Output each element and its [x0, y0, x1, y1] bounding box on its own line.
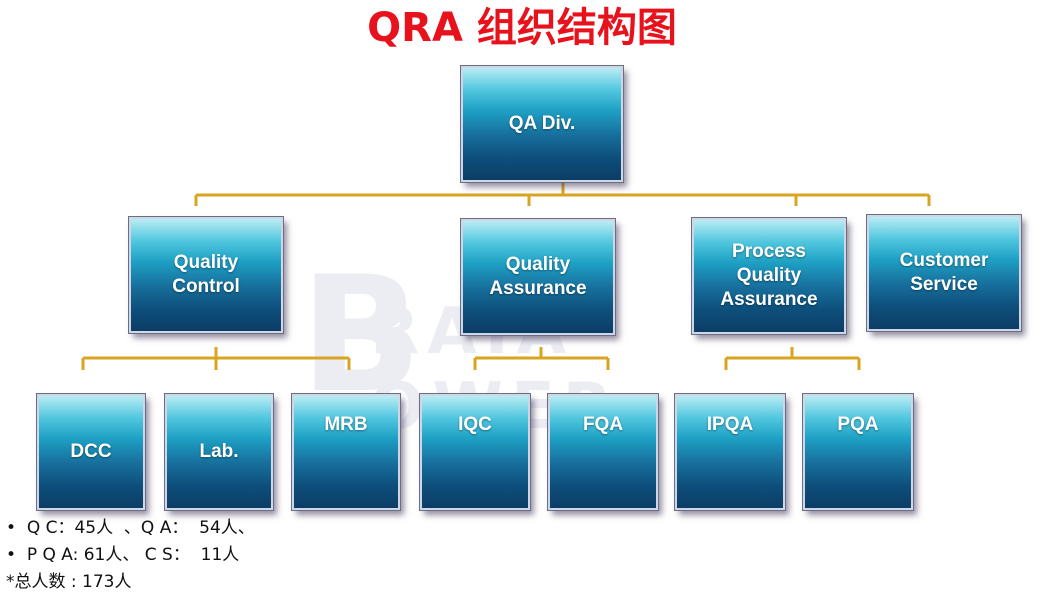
node-lab: Lab.	[164, 393, 274, 511]
node-mrb: MRB	[291, 393, 401, 511]
node-ipqa: IPQA	[674, 393, 786, 511]
node-quality-control: Quality Control	[128, 216, 284, 334]
node-fqa: FQA	[547, 393, 659, 511]
headcount-notes: • Q C：45人 、Q A： 54人、 • P Q A: 61人、 C S： …	[6, 515, 255, 596]
node-process-quality-assurance: Process Quality Assurance	[691, 217, 847, 335]
node-customer-service-label: Customer Service	[899, 250, 989, 295]
node-pqa: PQA	[802, 393, 914, 511]
node-lab-label: Lab.	[199, 441, 239, 462]
note-bullet: •	[6, 545, 17, 565]
note-text: P Q A: 61人、 C S： 11人	[16, 545, 240, 565]
note-bullet: *	[6, 572, 15, 592]
node-quality-assurance-label: Quality Assurance	[489, 254, 587, 299]
node-dcc: DCC	[36, 393, 146, 511]
chart-title: QRA 组织结构图	[367, 5, 677, 51]
note-row: *总人数 : 173人	[6, 569, 255, 596]
node-quality-assurance: Quality Assurance	[460, 218, 616, 336]
node-mrb-label: MRB	[324, 414, 368, 435]
node-customer-service: Customer Service	[866, 214, 1022, 332]
note-row: • P Q A: 61人、 C S： 11人	[6, 542, 255, 569]
node-fqa-label: FQA	[582, 414, 624, 435]
note-row: • Q C：45人 、Q A： 54人、	[6, 515, 255, 542]
node-dcc-label: DCC	[70, 441, 112, 462]
note-text: Q C：45人 、Q A： 54人、	[16, 518, 255, 538]
note-bullet: •	[6, 518, 17, 538]
node-qa-div-label: QA Div.	[508, 113, 576, 134]
node-iqc: IQC	[419, 393, 531, 511]
node-quality-control-label: Quality Control	[172, 252, 240, 297]
node-process-quality-assurance-label: Process Quality Assurance	[720, 241, 818, 310]
node-ipqa-label: IPQA	[706, 414, 754, 435]
node-pqa-label: PQA	[837, 414, 879, 435]
node-qa-div: QA Div.	[460, 65, 624, 183]
note-text: 总人数 : 173人	[14, 572, 132, 592]
node-iqc-label: IQC	[458, 414, 492, 435]
